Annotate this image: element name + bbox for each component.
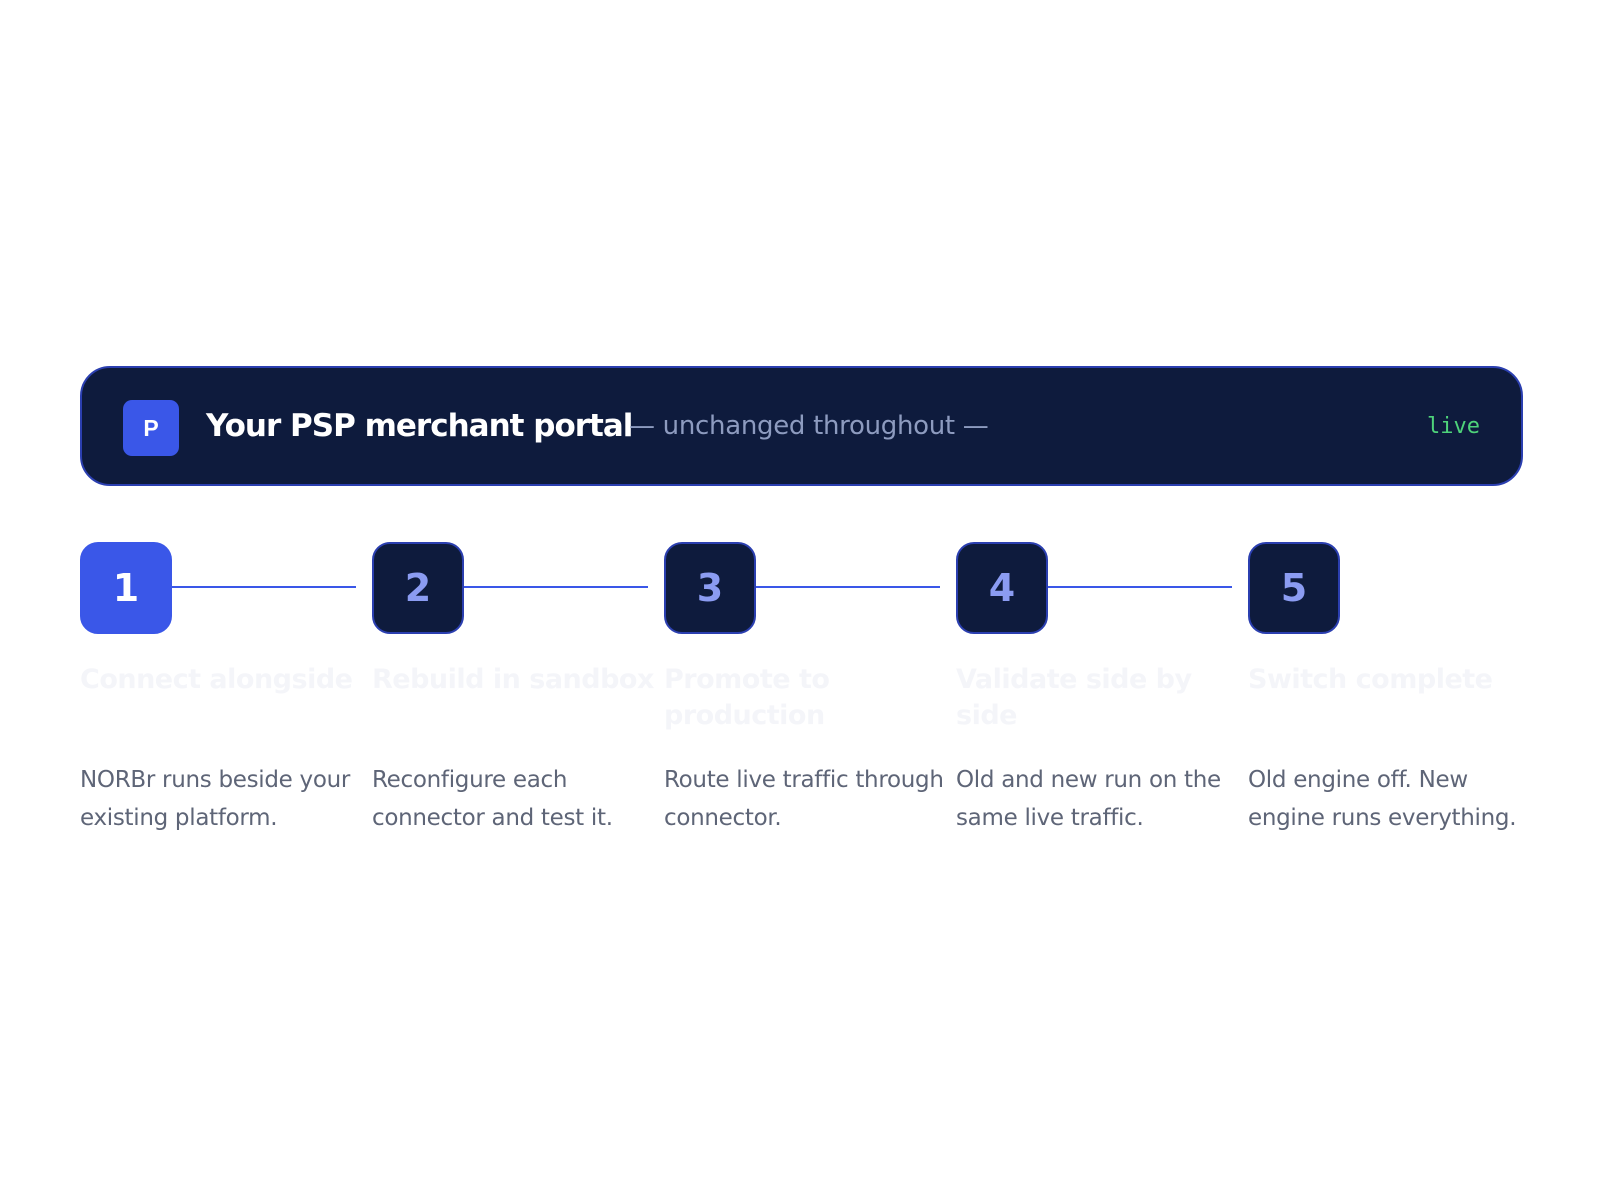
step-connector-3-4 xyxy=(756,586,940,588)
step-connector-2-3 xyxy=(464,586,648,588)
portal-banner: P Your PSP merchant portal — unchanged t… xyxy=(80,366,1523,486)
step-description-3: Route live traffic through connector. xyxy=(664,767,944,831)
portal-badge: P xyxy=(123,400,179,456)
step-description-2: Reconfigure each connector and test it. xyxy=(372,767,613,831)
step-connector-4-5 xyxy=(1048,586,1232,588)
step-title-5: Switch complete xyxy=(1248,664,1493,695)
step-description-5: Old engine off. New engine runs everythi… xyxy=(1248,767,1517,831)
step-number-1: 1 xyxy=(80,542,172,634)
step-title-2: Rebuild in sandbox xyxy=(372,664,654,695)
step-description-4: Old and new run on the same live traffic… xyxy=(956,767,1221,831)
step-number-3: 3 xyxy=(664,542,756,634)
step-title-1: Connect alongside xyxy=(80,664,353,695)
step-number-2: 2 xyxy=(372,542,464,634)
step-title-3: Promote to production xyxy=(664,664,830,731)
portal-status-live: live xyxy=(1427,413,1480,439)
step-number-5: 5 xyxy=(1248,542,1340,634)
step-number-4: 4 xyxy=(956,542,1048,634)
step-connector-1-2 xyxy=(172,586,356,588)
portal-title: Your PSP merchant portal xyxy=(206,408,633,444)
step-title-4: Validate side by side xyxy=(956,664,1192,731)
step-description-1: NORBr runs beside your existing platform… xyxy=(80,767,351,831)
portal-subtitle: — unchanged throughout — xyxy=(629,411,989,441)
